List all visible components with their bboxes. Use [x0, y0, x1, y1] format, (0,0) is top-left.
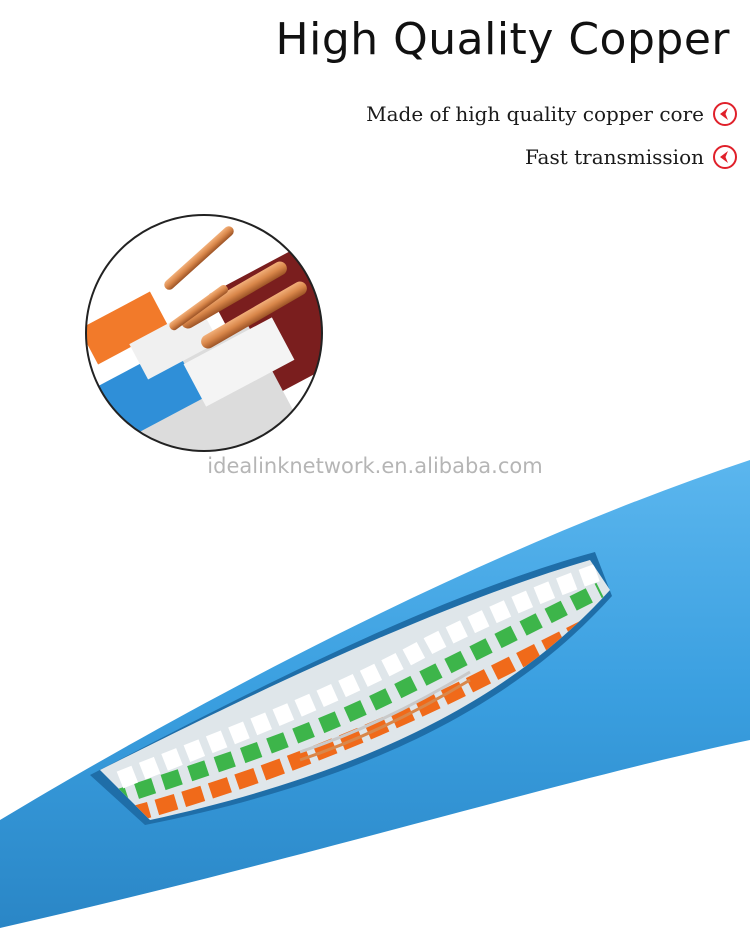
page-title: High Quality Copper [275, 14, 730, 65]
watermark-text: idealinknetwork.en.alibaba.com [207, 454, 543, 478]
copper-core-closeup-image [85, 214, 323, 452]
feature-text: Made of high quality copper core [366, 102, 704, 126]
feature-text: Fast transmission [525, 145, 704, 169]
left-arrow-circle-icon [712, 101, 738, 127]
feature-fast-transmission: Fast transmission [525, 144, 738, 170]
network-cable-image [0, 460, 750, 928]
left-arrow-circle-icon [712, 144, 738, 170]
feature-copper-core: Made of high quality copper core [366, 101, 738, 127]
